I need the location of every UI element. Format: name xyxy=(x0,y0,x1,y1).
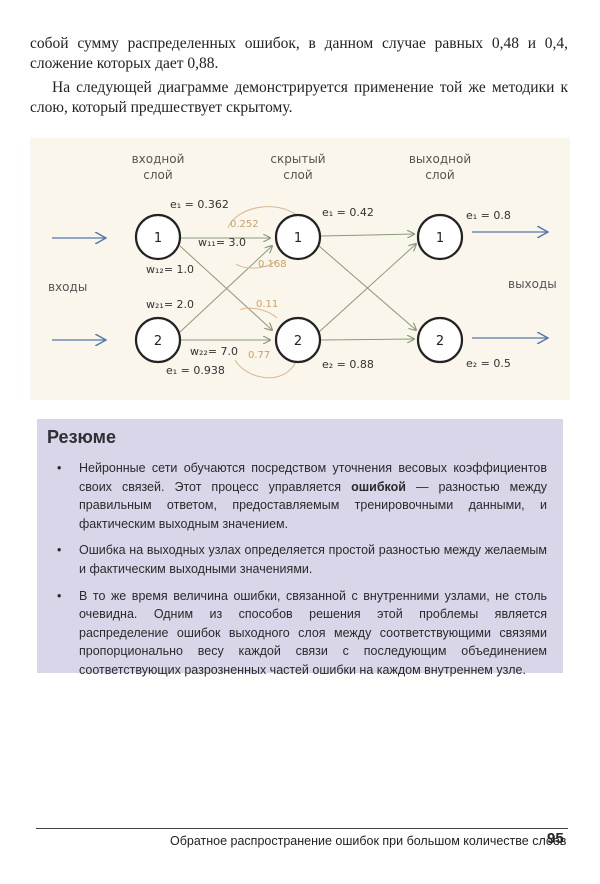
node-output-2-label: 2 xyxy=(436,334,444,349)
node-input-1-label: 1 xyxy=(154,231,162,246)
node-output-2 xyxy=(416,316,464,364)
summary-box: Резюме • Нейронные сети обучаются посред… xyxy=(37,419,563,677)
bullet-icon: • xyxy=(57,461,62,475)
summary-bullet-1-text-b: — разностью между правильным ответом, пр… xyxy=(79,479,547,531)
backprop-arc-1 xyxy=(227,206,299,229)
layer-hidden-title-1: скрытый xyxy=(270,152,325,166)
layer-output-title-1: выходной xyxy=(409,152,471,166)
error-input-2: e₁ = 0.938 xyxy=(166,364,225,377)
footer-divider xyxy=(36,828,568,829)
summary-bullet-1: • Нейронные сети обучаются посредством у… xyxy=(57,459,547,533)
running-footer-title: Обратное распространение ошибок при боль… xyxy=(170,834,567,848)
error-output-1: e₁ = 0.8 xyxy=(466,209,511,222)
summary-bullet-2-text: Ошибка на выходных узлах определяется пр… xyxy=(79,543,547,576)
weight-w21: w₂₁= 2.0 xyxy=(146,298,194,311)
split-error-011: 0.11 xyxy=(256,299,278,310)
split-error-0252: 0.252 xyxy=(230,219,259,230)
link-in2-h1 xyxy=(179,246,272,333)
node-input-1 xyxy=(134,213,182,261)
outputs-label: выходы xyxy=(508,277,557,291)
summary-bullet-2: • Ошибка на выходных узлах определяется … xyxy=(57,541,547,578)
link-h2-o2 xyxy=(320,339,414,340)
weight-w12: w₁₂= 1.0 xyxy=(146,263,194,276)
link-in1-h2 xyxy=(179,245,272,330)
node-output-1-label: 1 xyxy=(436,231,444,246)
weight-w11: w₁₁= 3.0 xyxy=(198,236,246,249)
summary-bullet-1-emphasis: ошибкой xyxy=(351,479,406,494)
node-input-2-label: 2 xyxy=(154,334,162,349)
link-h1-o1 xyxy=(320,234,414,236)
summary-bullet-1-text-a: Нейронные сети обучаются посредством уто… xyxy=(79,461,547,494)
layer-input-title-1: входной xyxy=(132,152,185,166)
backprop-arc-4 xyxy=(234,359,297,379)
backprop-arc-2 xyxy=(235,259,278,269)
error-input-1: e₁ = 0.362 xyxy=(170,198,229,211)
node-input-2 xyxy=(134,316,182,364)
weight-w22: w₂₂= 7.0 xyxy=(190,345,238,358)
layer-output-title-2: слой xyxy=(425,168,454,182)
network-diagram: входной слой скрытый слой выходной слой … xyxy=(30,138,570,400)
node-output-1 xyxy=(416,213,464,261)
paragraph-intro-1: собой сумму распределенных ошибок, в дан… xyxy=(30,35,568,72)
summary-bullet-3-text: В то же время величина ошибки, связанной… xyxy=(79,588,547,677)
summary-list: • Нейронные сети обучаются посредством у… xyxy=(57,459,547,688)
error-output-2: e₂ = 0.5 xyxy=(466,357,511,370)
layer-hidden-title-2: слой xyxy=(283,168,312,182)
node-hidden-2 xyxy=(274,316,322,364)
split-error-077: 0.77 xyxy=(248,350,270,361)
backprop-arc-3 xyxy=(239,307,278,319)
error-hidden-2: e₂ = 0.88 xyxy=(322,358,374,371)
node-hidden-1-label: 1 xyxy=(294,231,302,246)
bullet-icon: • xyxy=(57,588,62,603)
node-hidden-1 xyxy=(274,213,322,261)
inputs-label: входы xyxy=(48,280,87,294)
paragraph-intro-2: На следующей диаграмме демонстрируется п… xyxy=(30,79,568,116)
summary-bullet-3: • В то же время величина ошибки, связанн… xyxy=(57,587,547,680)
page-number: 95 xyxy=(547,830,564,847)
split-error-0168: 0.168 xyxy=(258,259,287,270)
layer-input-title-2: слой xyxy=(143,168,172,182)
bullet-icon: • xyxy=(57,543,62,558)
summary-title: Резюме xyxy=(47,427,116,447)
node-hidden-2-label: 2 xyxy=(294,334,302,349)
error-hidden-1: e₁ = 0.42 xyxy=(322,206,374,219)
link-h2-o1 xyxy=(318,244,416,333)
